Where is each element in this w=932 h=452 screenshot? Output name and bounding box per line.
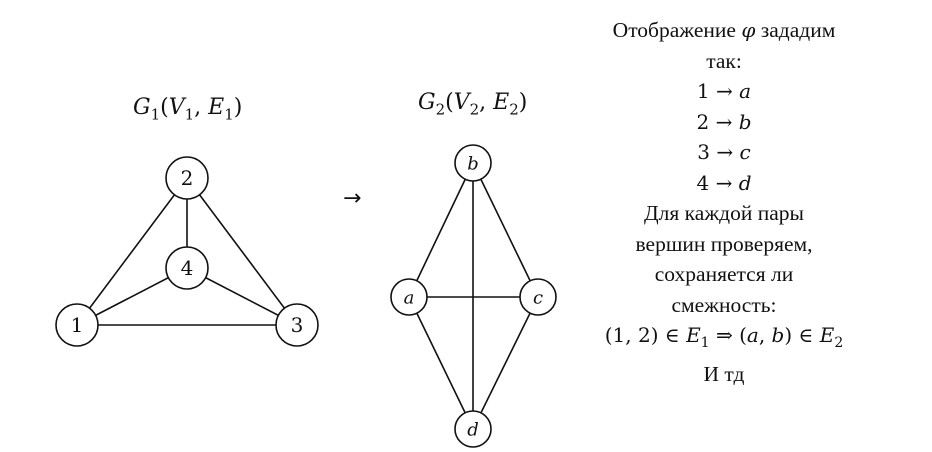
graph1-title-arg-v: V: [168, 95, 185, 120]
graph2-vertex-label-c: c: [533, 287, 543, 308]
mapping-arrow-symbol: →: [716, 140, 734, 164]
mapping-from: 4: [696, 170, 710, 195]
mapping-arrow-symbol: →: [716, 79, 733, 103]
graph2-title: G2(V2, E2): [418, 90, 528, 119]
formula-paren-open: (: [739, 323, 747, 347]
explanation-text: Отображение φ зададим так: 1 → a 2 → b 3…: [556, 15, 892, 389]
graph2-vertex-label-b: b: [467, 153, 479, 174]
mapping-arrow-symbol: →: [715, 109, 733, 134]
formula-comma: ,: [758, 323, 772, 347]
graph2-title-sub: 2: [435, 100, 446, 119]
graph2-vertex-a: [390, 278, 428, 316]
graph1-edge-1-2: [76, 177, 188, 326]
mapping-to: d: [738, 170, 752, 195]
text-line-1: Для каждой пары: [644, 201, 804, 225]
graph2-vertex-label-d: d: [467, 419, 479, 440]
graph1-vertex-label-2: 2: [181, 166, 194, 190]
graph1-title: G1(V1, E1): [133, 95, 243, 124]
mapping-arrow: →: [343, 186, 362, 211]
formula-set-2: E: [819, 323, 835, 347]
text-line-2: вершин проверяем,: [635, 231, 813, 256]
graph1-title-arg-v-sub: 1: [184, 105, 195, 124]
mapping-from: 1: [696, 79, 710, 103]
graph2-vertex-c: [519, 278, 557, 316]
mapping-to: b: [738, 109, 752, 134]
formula-right-a: a: [746, 323, 759, 347]
phi-symbol: φ: [741, 18, 756, 42]
graph2-edge-b-c: [472, 162, 539, 298]
mapping-row-1: 1 → a: [556, 76, 892, 107]
graph2-title-arg-e-sub: 2: [509, 100, 519, 119]
graph2-vertex-label-a: a: [404, 287, 415, 308]
formula-in-2: ∈: [798, 323, 814, 347]
mapping-row-4: 4 → d: [556, 168, 892, 199]
text-line-4: смежность:: [671, 292, 777, 317]
graph1-vertex-4: [165, 246, 209, 290]
mapping-to: c: [739, 140, 751, 164]
graph1-vertex-label-1: 1: [71, 313, 84, 337]
graph2-vertex-d: [454, 410, 492, 448]
formula-in-1: ∈: [664, 323, 680, 347]
intro-end-word: зададим: [760, 18, 836, 42]
graph2-edge-c-d: [472, 296, 539, 430]
formula-implies: ⇒: [715, 323, 733, 347]
formula-set-1-sub: 1: [700, 335, 710, 351]
graph1-title-name: G: [133, 95, 151, 120]
graph1-edge-2-3: [186, 177, 298, 326]
formula-set-1: E: [686, 323, 701, 347]
graph2-title-name: G: [418, 90, 436, 115]
mapping-from: 3: [697, 140, 711, 164]
graph1-title-arg-e: E: [208, 95, 225, 120]
mapping-arrow-symbol: →: [715, 170, 733, 195]
formula-left-pair: (1, 2): [604, 323, 659, 347]
graph1-vertex-1: [55, 303, 99, 347]
adjacency-formula: (1, 2) ∈ E1 ⇒ (a, b) ∈ E2: [556, 320, 892, 359]
formula-right-b: b: [771, 323, 785, 347]
graph2-title-arg-v: V: [453, 90, 470, 115]
text-line-3: сохраняется ли: [654, 262, 794, 286]
graph1-vertex-label-3: 3: [291, 313, 304, 337]
formula-paren-close: ): [784, 323, 793, 347]
graph1-title-arg-e-sub: 1: [224, 105, 234, 124]
graph2-title-arg-e: E: [493, 90, 510, 115]
intro-line-2: так:: [706, 48, 742, 73]
mapping-row-3: 3 → c: [556, 137, 892, 168]
intro-line: Отображение φ зададим: [556, 15, 892, 46]
graph2-edge-a-d: [408, 296, 474, 430]
graph1-title-sub: 1: [150, 105, 161, 124]
formula-set-2-sub: 2: [834, 335, 844, 351]
mapping-to: a: [739, 79, 752, 103]
graph2-title-arg-v-sub: 2: [469, 100, 480, 119]
intro-word: Отображение: [612, 18, 736, 42]
graph1-vertex-2: [165, 156, 209, 200]
mapping-row-2: 2 → b: [556, 107, 892, 138]
last-line: И тд: [703, 361, 745, 386]
mapping-from: 2: [696, 109, 710, 134]
graph1-vertex-3: [275, 303, 319, 347]
graph1-vertex-label-4: 4: [181, 256, 194, 280]
graph2-vertex-b: [454, 144, 492, 182]
graph2-edge-b-a: [408, 162, 474, 298]
